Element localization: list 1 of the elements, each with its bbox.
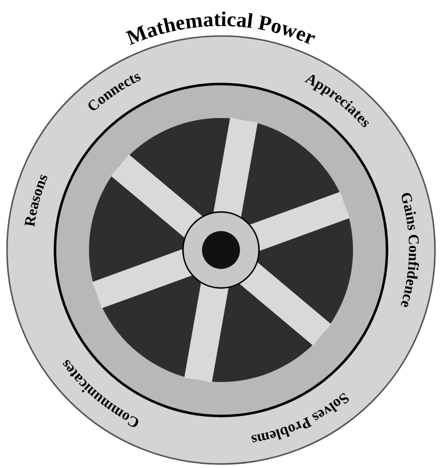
title: Mathematical Power: [123, 6, 320, 50]
